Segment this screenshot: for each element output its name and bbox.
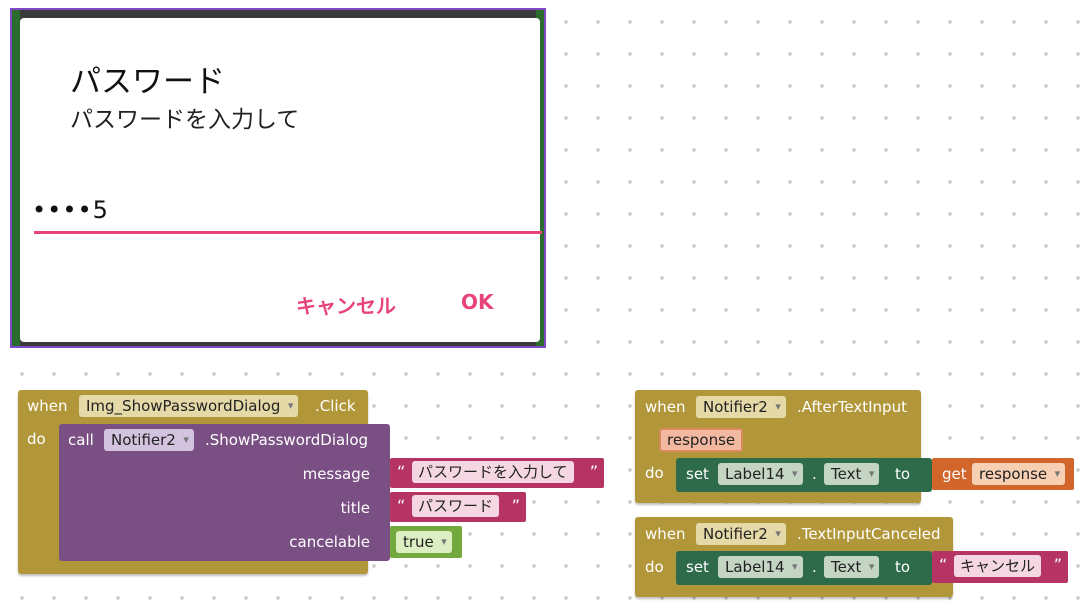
when-keyword: when bbox=[27, 397, 68, 415]
component-dropdown[interactable]: Img_ShowPasswordDialog bbox=[79, 395, 299, 417]
when-keyword: when bbox=[645, 525, 686, 543]
do-keyword: do bbox=[27, 430, 46, 448]
quote-close: ” bbox=[511, 496, 520, 515]
quote-close: ” bbox=[589, 462, 598, 481]
text-block-message[interactable]: “ パスワードを入力して ” bbox=[390, 458, 604, 488]
variable-dropdown[interactable]: response bbox=[972, 463, 1066, 485]
quote-open: “ bbox=[939, 555, 948, 574]
property-dropdown[interactable]: Text bbox=[824, 463, 880, 485]
password-input-underline bbox=[34, 231, 542, 234]
boolean-dropdown[interactable]: true bbox=[396, 531, 452, 553]
title-param-label: title bbox=[340, 499, 370, 517]
method-name: .ShowPasswordDialog bbox=[205, 431, 369, 449]
set-block-label14-text[interactable]: set Label14 . Text to bbox=[676, 551, 932, 585]
password-dialog: パスワード パスワードを入力して ••••5 キャンセル OK bbox=[20, 18, 542, 342]
dialog-title: パスワード bbox=[70, 64, 225, 100]
event-name: .AfterTextInput bbox=[797, 398, 907, 416]
cancelable-param-label: cancelable bbox=[289, 533, 370, 551]
set-keyword: set bbox=[686, 465, 709, 483]
label-dropdown[interactable]: Label14 bbox=[718, 463, 803, 485]
call-keyword: call bbox=[68, 431, 94, 449]
text-block-cancel[interactable]: “ キャンセル ” bbox=[932, 551, 1068, 583]
phone-app-background-right bbox=[536, 10, 544, 346]
dot-separator: . bbox=[812, 558, 817, 576]
message-param-label: message bbox=[302, 465, 370, 483]
ok-button[interactable]: OK bbox=[461, 290, 494, 314]
get-keyword: get bbox=[942, 465, 967, 483]
component-dropdown[interactable]: Notifier2 bbox=[696, 396, 786, 418]
call-block-show-password-dialog[interactable]: call Notifier2 .ShowPasswordDialog messa… bbox=[59, 424, 390, 561]
text-value-title[interactable]: パスワード bbox=[412, 495, 500, 517]
get-block-response[interactable]: get response bbox=[932, 458, 1074, 490]
quote-close: ” bbox=[1053, 555, 1062, 574]
component-dropdown[interactable]: Notifier2 bbox=[696, 523, 786, 545]
quote-open: “ bbox=[397, 462, 406, 481]
dot-separator: . bbox=[812, 465, 817, 483]
when-keyword: when bbox=[645, 398, 686, 416]
to-keyword: to bbox=[895, 558, 911, 576]
property-dropdown[interactable]: Text bbox=[824, 556, 880, 578]
set-keyword: set bbox=[686, 558, 709, 576]
text-value-cancel[interactable]: キャンセル bbox=[954, 555, 1042, 577]
event-name: .Click bbox=[315, 397, 356, 415]
set-block-label14-text[interactable]: set Label14 . Text to bbox=[676, 458, 932, 492]
do-keyword: do bbox=[645, 558, 664, 576]
to-keyword: to bbox=[895, 465, 911, 483]
phone-screenshot: パスワード パスワードを入力して ••••5 キャンセル OK bbox=[10, 8, 546, 348]
event-name: .TextInputCanceled bbox=[797, 525, 941, 543]
param-response[interactable]: response bbox=[659, 428, 744, 452]
do-keyword: do bbox=[645, 464, 664, 482]
boolean-block-true[interactable]: true bbox=[390, 526, 462, 558]
text-value-message[interactable]: パスワードを入力して bbox=[412, 461, 574, 483]
notifier-dropdown[interactable]: Notifier2 bbox=[104, 429, 194, 451]
text-block-title[interactable]: “ パスワード ” bbox=[390, 492, 526, 522]
dialog-message: パスワードを入力して bbox=[70, 107, 300, 133]
quote-open: “ bbox=[397, 496, 406, 515]
phone-app-background-left bbox=[12, 10, 20, 346]
label-dropdown[interactable]: Label14 bbox=[718, 556, 803, 578]
cancel-button[interactable]: キャンセル bbox=[296, 294, 396, 318]
password-input[interactable]: ••••5 bbox=[32, 196, 109, 224]
